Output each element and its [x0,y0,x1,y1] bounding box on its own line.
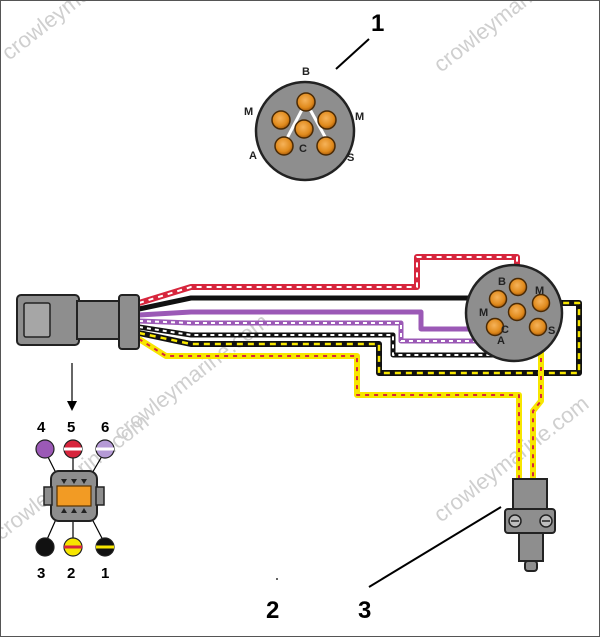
harness-terminal-b [508,277,528,297]
harness-pin-label-s: S [548,325,555,337]
pin-label-c: C [299,143,307,155]
harness-pin-label-a: A [497,335,505,347]
terminal-s [316,136,336,156]
pin-label-1: 1 [101,565,109,582]
harness-terminal-c [507,302,527,322]
harness-pin-label-b: B [498,276,506,288]
wire-s-yellow-red [530,331,544,479]
terminal-m-left [271,110,291,130]
watermark-top-left: crowleymarine.com [1,1,161,65]
pin-label-m-right: M [355,111,364,123]
ignition-switch-rear-view: B M M C A S [244,66,364,182]
callout-3: 3 [358,597,371,624]
harness-pin-label-c: C [501,324,509,336]
wire-yellow-red [137,336,522,479]
watermark-bottom-right: crowleymarine.com [429,391,594,527]
terminal-a [274,136,294,156]
callout-3-leader [368,506,502,588]
connector-latch [56,485,92,507]
terminal-b [296,92,316,112]
watermark-top-right: crowleymarine.com [429,1,594,77]
harness-terminal-s [528,317,548,337]
pin-label-6: 6 [101,419,109,436]
callout-1: 1 [371,10,384,37]
pin-label-5: 5 [67,419,75,436]
pin-label-3: 3 [37,565,45,582]
callout-1-leader [335,38,370,70]
ignition-switch-harness: B M M C A S [464,263,564,363]
wire-red [138,254,520,306]
terminal-c [294,119,314,139]
harness-terminal-a [485,317,505,337]
pin-4-purple [35,439,55,459]
harness-terminal-m-left [488,289,508,309]
terminal-m-right [317,110,337,130]
pin-view-arrowhead [67,401,77,411]
callout-2: 2 [266,597,279,624]
pin-label-m-left: M [244,106,253,118]
harness-terminal-m-right [531,293,551,313]
pin-label-a: A [249,150,257,162]
harness-plug [16,294,140,350]
pin-label-s: S [347,152,354,164]
pin-label-2: 2 [67,565,75,582]
pin-label-4: 4 [37,419,46,436]
pin-label-b: B [302,66,310,78]
harness-pin-label-m-right: M [535,285,544,297]
pin-3-black [35,537,55,557]
stray-dot [276,578,278,580]
solenoid-component [504,478,556,572]
connector-pin-view: 4 5 6 3 2 1 [35,419,115,582]
harness-pin-label-m-left: M [479,307,488,319]
